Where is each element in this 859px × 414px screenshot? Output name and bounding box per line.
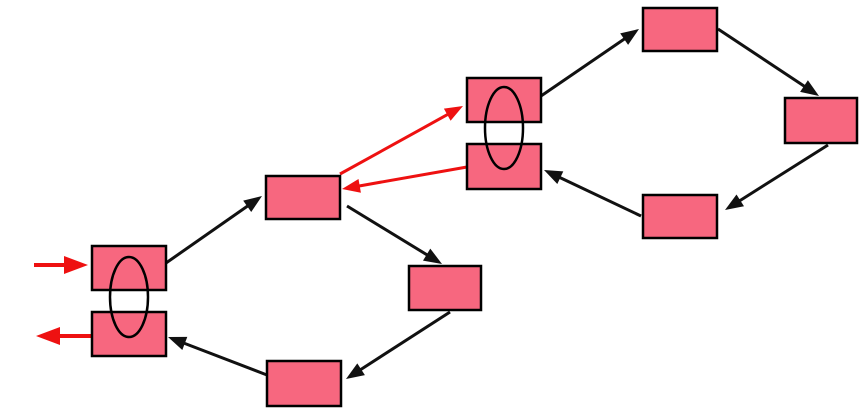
arrowhead — [443, 106, 463, 121]
node-left-pair-bottom — [90, 310, 168, 358]
edge-external-left-to-left-pair-top — [34, 256, 88, 274]
edge-left-pair-top-to-lower-loop-top — [165, 196, 262, 265]
edge-line — [737, 143, 829, 203]
couplings-layer — [108, 85, 525, 339]
edge-upper-loop-bottom-to-mid-pair-bottom — [544, 170, 642, 218]
node-lower-loop-right — [407, 264, 483, 312]
arrowhead — [243, 196, 262, 212]
arrowhead — [342, 179, 361, 193]
edge-line — [165, 203, 250, 265]
edge-lower-loop-bottom-to-left-pair-bottom — [168, 336, 268, 377]
nodes-layer — [90, 6, 859, 408]
node-lower-loop-top — [264, 174, 342, 221]
node-left-pair-top — [90, 244, 168, 292]
arrowhead — [620, 29, 639, 45]
node-lower-loop-bottom — [265, 359, 343, 408]
arrowhead — [346, 363, 365, 379]
edges-layer — [34, 27, 829, 379]
edge-line — [557, 175, 642, 218]
arrowhead — [725, 194, 744, 210]
edge-lower-loop-top-to-lower-loop-right — [346, 204, 442, 264]
arrowhead — [544, 170, 564, 184]
arrowhead — [36, 327, 60, 345]
arrowhead — [423, 248, 442, 264]
edge-line — [358, 310, 451, 372]
node-mid-pair-bottom — [465, 142, 543, 191]
edge-left-pair-bottom-to-external-left — [36, 327, 92, 345]
edge-lower-loop-top-to-mid-pair-top — [339, 106, 463, 176]
node-mid-pair-top — [465, 76, 543, 124]
node-upper-loop-top — [641, 6, 719, 53]
arrowhead — [168, 336, 188, 350]
edge-upper-loop-right-to-upper-loop-bottom — [725, 143, 829, 210]
edge-upper-loop-top-to-upper-loop-right — [717, 27, 819, 96]
edge-line — [182, 341, 268, 377]
edge-line — [357, 165, 468, 188]
edge-mid-pair-top-to-upper-loop-top — [540, 29, 639, 98]
node-upper-loop-right — [783, 96, 859, 145]
coupling-mid-pair-top-and-mid-pair-bottom — [483, 85, 525, 171]
edge-lower-loop-right-to-lower-loop-bottom — [346, 310, 451, 379]
arrowhead — [800, 80, 819, 96]
edge-line — [540, 36, 627, 98]
arrowhead — [64, 256, 88, 274]
edge-line — [717, 27, 807, 89]
edge-line — [346, 204, 430, 257]
edge-mid-pair-bottom-to-lower-loop-top — [342, 165, 468, 193]
coupling-left-pair-top-and-left-pair-bottom — [108, 255, 150, 339]
edge-line — [339, 112, 450, 176]
node-upper-loop-bottom — [641, 193, 719, 240]
